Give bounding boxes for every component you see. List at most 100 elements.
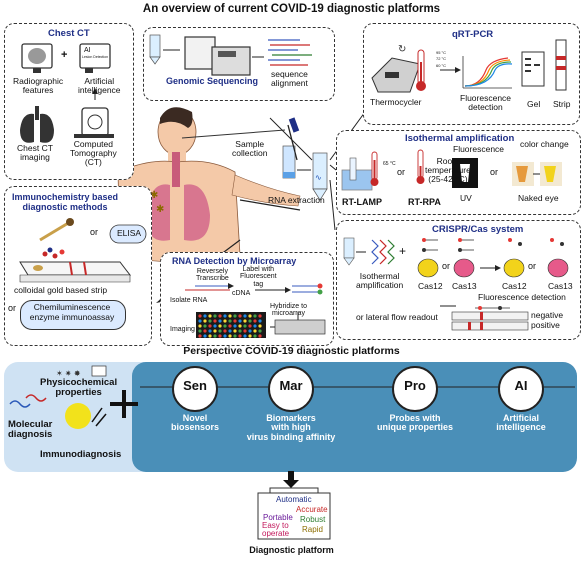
physicochemical-label: Physicochemical properties [40,377,118,398]
page-title: An overview of current COVID-19 diagnost… [142,3,441,15]
microarray-spot [248,329,252,333]
cdna-label: cDNA [232,290,251,297]
microarray-spot [223,324,227,328]
rt-lamp-label: RT-LAMP [342,197,382,207]
microarray-spot [253,319,257,323]
cas12-label-a: Cas12 [418,281,443,291]
ai-label: Artificial intelligence [78,76,121,95]
microarray-spot [223,329,227,333]
microarray-spot [233,334,237,338]
microarray-spot [198,319,202,323]
ct-imaging-label: Chest CT imaging [17,143,53,162]
gel-label: Gel [527,99,541,109]
immuno-title: Immunochemistry based diagnostic methods [12,192,119,213]
microarray-spot [203,314,207,318]
perspective-title: Perspective COVID-19 diagnostic platform… [183,345,400,357]
thermocycler-label: Thermocycler [370,97,422,107]
fluorescence-detection-label: Fluorescence detection [460,93,512,112]
strip-label: Strip [553,99,571,109]
microarray-spot [238,319,242,323]
microarray-spot [208,324,212,328]
cas13-label-b: Cas13 [548,281,573,291]
microarray-spot [203,324,207,328]
sen-circle [172,366,218,412]
crispr-plus: + [399,244,407,258]
negative-label: negative [531,310,564,320]
microarray-spot [218,319,222,323]
monitor-ai-text: AI [84,47,91,54]
ai-perspective-label: Artificial intelligence [496,413,546,433]
svg-text:✱: ✱ [150,190,158,201]
microarray-spot [198,324,202,328]
svg-text:↻: ↻ [398,44,406,55]
pro-label: Probes with unique properties [376,413,453,433]
automatic-label: Automatic [276,495,312,504]
microarray-spot [218,329,222,333]
easy-label: Easy to operate [262,521,290,539]
fluorescence-detection-crispr: Fluorescence detection [478,292,566,302]
rt-rpa-label: RT-RPA [408,197,441,207]
ai-abbr: AI [514,378,528,393]
microarray-spot [228,329,232,333]
microarray-title: RNA Detection by Microarray [172,256,297,266]
microarray-spot [243,329,247,333]
hybridize-label: Hybridize to microarray [270,303,307,318]
microarray-spot [198,334,202,338]
chemi-badge [20,300,126,330]
microarray-spot [208,334,212,338]
microarray-spot [198,329,202,333]
temp-72: 72 °C [436,56,447,61]
cas13-label-a: Cas13 [452,281,477,291]
or-text-2: or [490,167,499,177]
crispr-or-1: or [442,261,451,271]
microarray-spot [233,329,237,333]
microarray-spot [248,324,252,328]
microarray-spot [258,324,262,328]
mar-label: Biomarkers with high virus binding affin… [246,413,336,442]
lateral-flow-label: or lateral flow readout [356,312,438,322]
isothermal-title: Isothermal amplification [405,133,515,144]
svg-text:✶ ✷ ✸: ✶ ✷ ✸ [56,369,81,378]
diagnostic-platform-caption: Diagnostic platform [249,545,334,555]
rna-extraction-label: RNA extraction [268,195,325,205]
sen-label: Novel biosensors [170,413,219,433]
microarray-spot [198,314,202,318]
microarray-spot [258,319,262,323]
microarray-spot [218,324,222,328]
microarray-spot [238,334,242,338]
microarray-spot [213,314,217,318]
molecular-label: Molecular diagnosis [8,419,53,440]
microarray-spot [213,324,217,328]
mar-abbr: Mar [279,378,303,393]
microarray-spot [223,334,227,338]
chemiluminescence-label: Chemiluminescence enzyme immunoassay [29,302,115,322]
computed-tomography-label: Computed Tomography (CT) [70,139,117,167]
microarray-spot [203,329,207,333]
microarray-spot [218,314,222,318]
or-text-1: or [397,167,406,177]
qrt-pcr-title: qRT-PCR [452,29,494,40]
crispr-title: CRISPR/Cas system [432,224,524,235]
mar-circle [268,366,314,412]
microarray-spot [238,329,242,333]
rapid-label: Rapid [302,525,323,534]
genomic-title: Genomic Sequencing [166,76,259,86]
room-temperature-label: Room temperature (25-42 °C) [425,156,471,184]
isolate-rna-label: Isolate RNA [170,297,208,304]
robust-label: Robust [300,515,326,524]
radiographic-label: Radiographic features [13,76,64,95]
pro-abbr: Pro [404,378,426,393]
temp-60: 60 °C [436,63,447,68]
cas12-label-b: Cas12 [502,281,527,291]
microarray-spot [213,319,217,323]
microarray-spot [223,319,227,323]
microarray-spot [223,314,227,318]
microarray-spot [243,324,247,328]
sequence-alignment-label: sequence alignment [271,69,308,88]
microarray-spot [258,314,262,318]
